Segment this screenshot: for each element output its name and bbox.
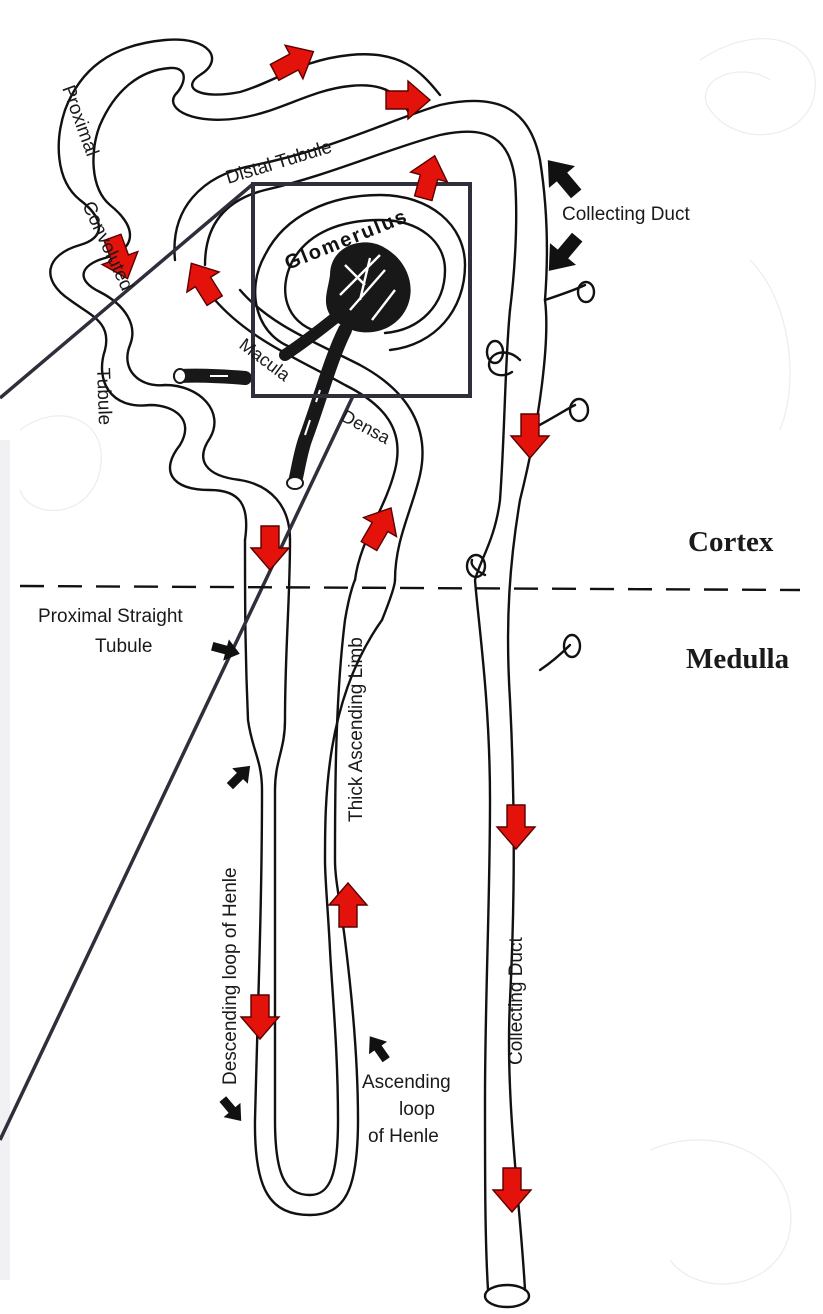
left-panel-edge (0, 440, 10, 1280)
red-flow-arrow-icon (329, 883, 367, 927)
label-tubule-left: Tubule (92, 367, 115, 425)
label-proximal: Proximal (57, 83, 102, 160)
red-flow-arrow-icon (251, 526, 289, 570)
label-thick-ascending-limb: Thick Ascending Limb (346, 637, 367, 822)
red-flow-arrow-icon (493, 1168, 531, 1212)
red-flow-arrow-icon (497, 805, 535, 849)
label-proximal-straight: Proximal Straight (38, 606, 183, 627)
label-ascending-loop-3: of Henle (368, 1126, 439, 1147)
red-flow-arrow-icon (511, 414, 549, 458)
black-direction-arrow-icon (361, 1030, 395, 1066)
black-direction-arrow-icon (536, 226, 590, 282)
label-medulla: Medulla (686, 643, 790, 675)
label-ascending-loop-2: loop (399, 1099, 435, 1120)
red-flow-arrow-icon (175, 253, 231, 310)
label-collecting-duct-vertical: Collecting Duct (506, 937, 527, 1065)
red-flow-arrow-icon (241, 995, 279, 1039)
labels: Proximal Convoluted Tubule Distal Tubule… (38, 83, 790, 1147)
label-convoluted: Convoluted (77, 198, 137, 294)
black-direction-arrow-icon (222, 758, 258, 794)
nephron-outline (50, 40, 594, 1307)
label-proximal-straight-tubule: Tubule (95, 636, 152, 657)
black-direction-arrow-icon (214, 1092, 249, 1128)
label-densa: Densa (338, 406, 394, 449)
label-distal-tubule: Distal Tubule (223, 137, 334, 189)
zoom-line-bottom (0, 396, 353, 1140)
label-collecting-duct-top: Collecting Duct (562, 204, 690, 225)
red-flow-arrow-icon (386, 81, 430, 119)
label-descending-loop: Descending loop of Henle (220, 867, 241, 1085)
cortex-medulla-divider (20, 586, 800, 590)
red-flow-arrow-icon (405, 151, 453, 203)
label-cortex: Cortex (688, 526, 774, 558)
label-ascending-loop-1: Ascending (362, 1072, 451, 1093)
